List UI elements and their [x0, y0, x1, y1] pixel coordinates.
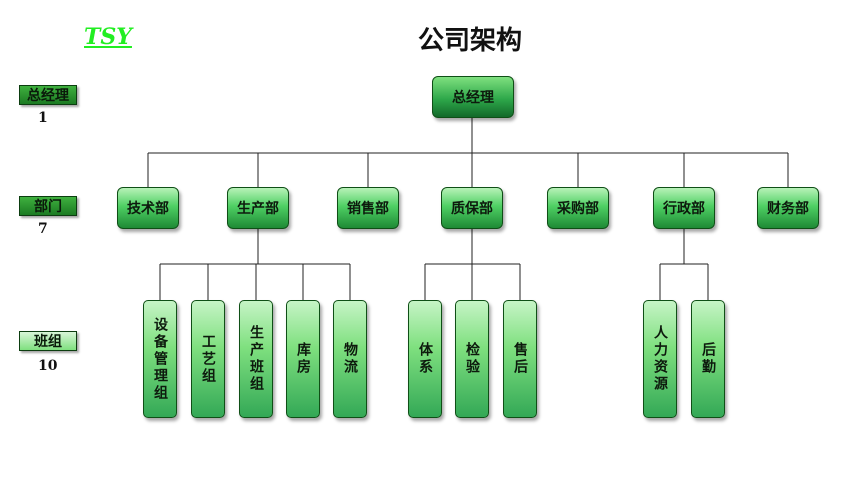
legend-count-department: 7	[38, 221, 48, 237]
node-team-inspection: 检验	[455, 300, 489, 418]
node-dept-quality: 质保部	[441, 187, 503, 229]
node-team-warehouse: 库房	[286, 300, 320, 418]
legend-level-team: 班组	[19, 331, 77, 351]
node-dept-production: 生产部	[227, 187, 289, 229]
node-team-logistics: 物流	[333, 300, 367, 418]
node-team-production-shift: 生产班组	[239, 300, 273, 418]
node-team-equipment-management: 设备管理组	[143, 300, 177, 418]
legend-count-general-manager: 1	[38, 110, 48, 126]
chart-title: 公司架构	[418, 26, 523, 56]
node-team-process: 工艺组	[191, 300, 225, 418]
node-team-after-sales: 售后	[503, 300, 537, 418]
node-team-system: 体系	[408, 300, 442, 418]
legend-count-team: 10	[38, 358, 58, 374]
node-general-manager: 总经理	[432, 76, 514, 118]
legend-level-general-manager: 总经理	[19, 85, 77, 105]
node-team-logistics-support: 后勤	[691, 300, 725, 418]
node-dept-administration: 行政部	[653, 187, 715, 229]
node-dept-sales: 销售部	[337, 187, 399, 229]
legend-level-department: 部门	[19, 196, 77, 216]
node-dept-finance: 财务部	[757, 187, 819, 229]
node-dept-purchasing: 采购部	[547, 187, 609, 229]
node-team-human-resources: 人力资源	[643, 300, 677, 418]
node-dept-technology: 技术部	[117, 187, 179, 229]
company-logo: TSY	[84, 24, 132, 50]
